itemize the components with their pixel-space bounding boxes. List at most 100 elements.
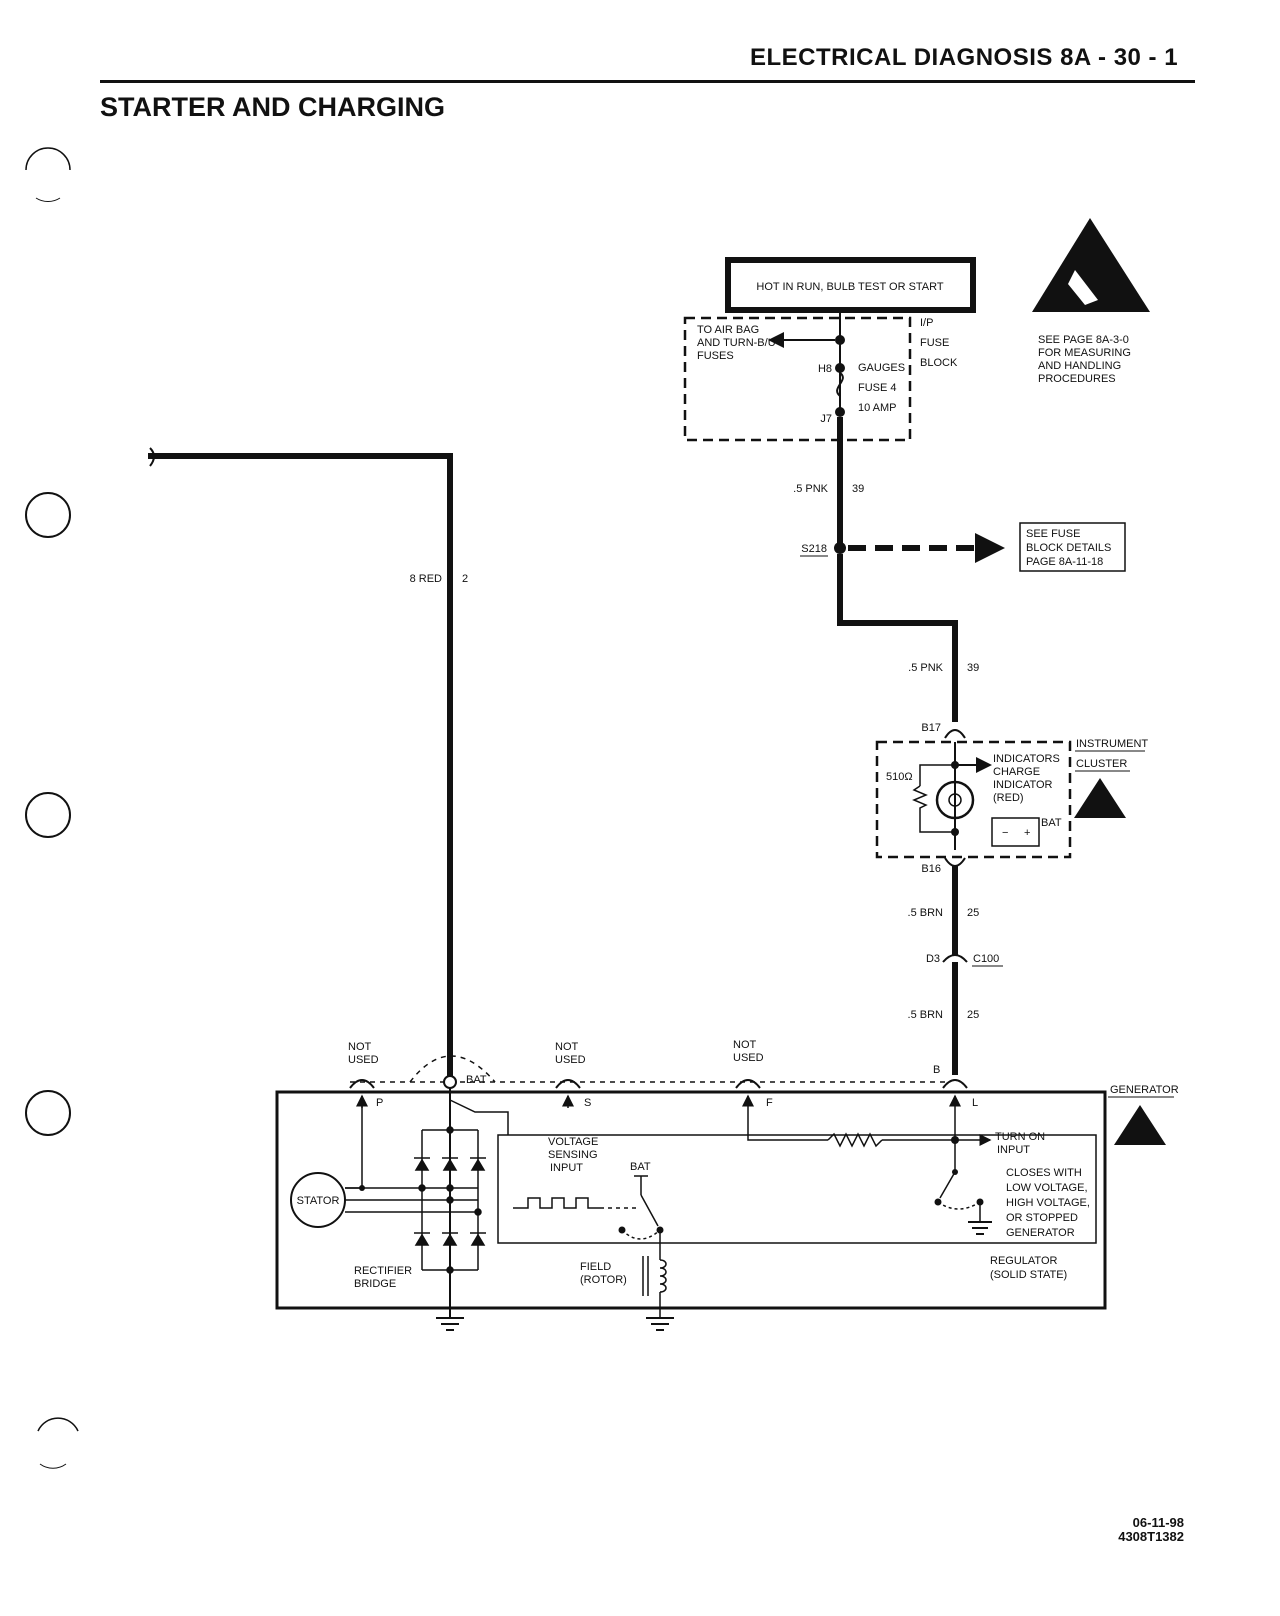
wire-color-1: .5 PNK (793, 483, 829, 495)
fuse-block-name-1: I/P (920, 317, 933, 329)
wire-circuit-red: 2 (462, 573, 468, 585)
cluster-ind-4: (RED) (993, 792, 1024, 804)
page-title: STARTER AND CHARGING (100, 92, 445, 122)
footer-date: 06-11-98 (1132, 1515, 1184, 1530)
resistor-510-symbol (912, 785, 955, 833)
wire-pnk-39-upper: .5 PNK 39 (793, 417, 864, 548)
gen-pin-b: B (933, 1064, 940, 1076)
stator-label: STATOR (297, 1195, 340, 1207)
esd-warning: SEE PAGE 8A-3-0 FOR MEASURING AND HANDLI… (1032, 218, 1150, 385)
closes-4: OR STOPPED (1006, 1212, 1078, 1224)
fuse-left-label-3: FUSES (697, 350, 734, 362)
wire-circuit-2: 39 (967, 662, 979, 674)
esd-warning-icon (1032, 218, 1150, 312)
wire-pnk-39-lower: .5 PNK 39 (837, 554, 979, 722)
lamp-driver-switch (939, 1171, 956, 1199)
turn-on-2: INPUT (997, 1144, 1030, 1156)
cluster-resistor: 510Ω (886, 771, 913, 783)
not-used-p-1: NOT (348, 1041, 372, 1053)
regulator-box (497, 1134, 1097, 1244)
wire-red-2: 8 RED 2 (148, 447, 468, 1076)
not-used-f-2: USED (733, 1052, 764, 1064)
fuse-detail-ref-box (1019, 522, 1126, 572)
term-f: F (766, 1097, 773, 1109)
cluster-bat-minus: − (1002, 827, 1008, 839)
wire-color-2: .5 PNK (908, 662, 944, 674)
ip-fuse-block: TO AIR BAG AND TURN-B/U FUSES I/P FUSE B… (683, 310, 958, 442)
splice-name: S218 (801, 543, 827, 555)
fuse-left-label-2: AND TURN-B/U (697, 337, 776, 349)
closes-3: HIGH VOLTAGE, (1006, 1197, 1090, 1209)
fuse-block-name-2: FUSE (920, 337, 949, 349)
wire-brn-25-lower: .5 BRN 25 (908, 970, 979, 1075)
closes-1: CLOSES WITH (1006, 1167, 1082, 1179)
field-coil (659, 1259, 667, 1293)
wire-circuit-3: 25 (967, 907, 979, 919)
wire-color-red: 8 RED (410, 573, 442, 585)
esd-note-2: FOR MEASURING (1038, 347, 1131, 359)
fuse-block-name-3: BLOCK (920, 357, 958, 369)
cluster-battery-icon (991, 817, 1040, 847)
rectifier-bridge (414, 1126, 486, 1274)
connector-c100: D3 C100 (926, 953, 1003, 970)
term-p: P (376, 1097, 383, 1109)
binder-holes (25, 147, 79, 1469)
cluster-name-2: CLUSTER (1076, 758, 1127, 770)
wire-color-4: .5 BRN (908, 1009, 944, 1021)
cluster-bat-plus: + (1024, 827, 1030, 839)
not-used-s-2: USED (555, 1054, 586, 1066)
power-condition-label: HOT IN RUN, BULB TEST OR START (756, 281, 944, 293)
c100-name: C100 (973, 953, 999, 965)
fuse-pin-top: H8 (818, 363, 832, 375)
closes-2: LOW VOLTAGE, (1006, 1182, 1088, 1194)
footer: 06-11-98 4308T1382 (1100, 1516, 1184, 1544)
fuse-left-label-1: TO AIR BAG (697, 324, 759, 336)
field-label-2: (ROTOR) (580, 1274, 627, 1286)
cluster-pin-bottom: B16 (921, 863, 941, 875)
fuse-label-2: FUSE 4 (858, 382, 897, 394)
regulator-resistor (827, 1132, 883, 1148)
esd-note-4: PROCEDURES (1038, 373, 1116, 385)
generator-name: GENERATOR (1110, 1084, 1179, 1096)
fuse-label-3: 10 AMP (858, 402, 897, 414)
header-rule (100, 80, 1195, 83)
wire-color-3: .5 BRN (908, 907, 944, 919)
field-label-1: FIELD (580, 1261, 611, 1273)
wire-circuit-1: 39 (852, 483, 864, 495)
power-condition-box: HOT IN RUN, BULB TEST OR START (725, 257, 976, 313)
not-used-s-1: NOT (555, 1041, 579, 1053)
fuse-symbol (836, 372, 844, 397)
cluster-bat-label: BAT (1041, 817, 1062, 829)
voltage-sensing-3: INPUT (550, 1162, 583, 1174)
section-header: ELECTRICAL DIAGNOSIS 8A - 30 - 1 (750, 44, 1179, 71)
rectifier-label-2: BRIDGE (354, 1278, 396, 1290)
pwm-waveform (513, 1197, 600, 1209)
term-s: S (584, 1097, 591, 1109)
fuse-pin-bottom: J7 (820, 413, 832, 425)
wire-circuit-4: 25 (967, 1009, 979, 1021)
generator-connector: NOT USED NOT USED NOT USED BAT B (348, 1039, 968, 1089)
footer-code: 4308T1382 (1118, 1529, 1184, 1544)
term-bat: BAT (466, 1074, 487, 1086)
cluster-ind-2: CHARGE (993, 766, 1040, 778)
instrument-cluster: B17 510Ω INDICATORS CHARGE INDICATOR (RE… (875, 722, 1148, 875)
splice-ref-3: PAGE 8A-11-18 (1026, 556, 1103, 568)
cluster-pin-top: B17 (921, 722, 941, 734)
inner-bat-label: BAT (630, 1161, 651, 1173)
not-used-p-2: USED (348, 1054, 379, 1066)
splice-ref-1: SEE FUSE (1026, 528, 1080, 540)
turn-on-1: TURN ON (995, 1131, 1045, 1143)
cluster-esd-icon (1074, 778, 1126, 818)
fuse-label-1: GAUGES (858, 362, 905, 374)
c100-pin: D3 (926, 953, 940, 965)
generator-esd-icon (1114, 1105, 1166, 1145)
generator: GENERATOR P S F L STATOR (275, 1084, 1179, 1331)
esd-note-1: SEE PAGE 8A-3-0 (1038, 334, 1129, 346)
regulator-2: (SOLID STATE) (990, 1269, 1067, 1281)
charge-indicator-bulb (935, 780, 975, 820)
closes-5: GENERATOR (1006, 1227, 1075, 1239)
voltage-sensing-1: VOLTAGE (548, 1136, 598, 1148)
regulator-1: REGULATOR (990, 1255, 1057, 1267)
